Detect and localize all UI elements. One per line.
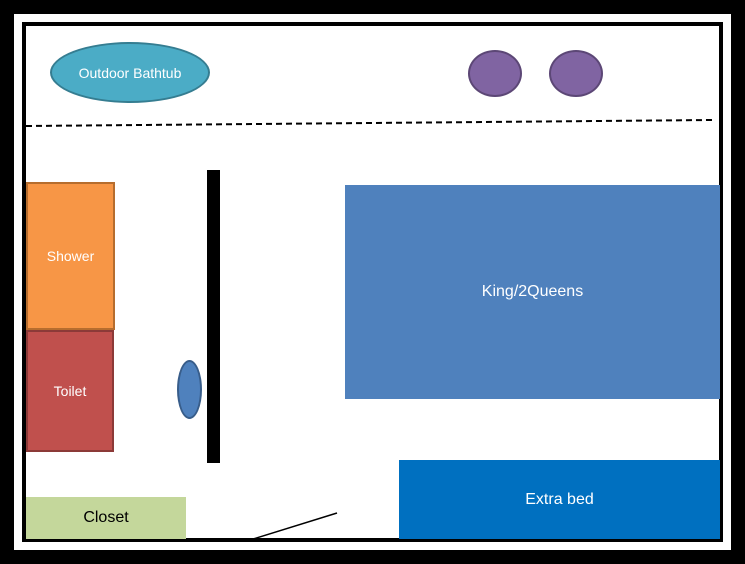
outdoor-stool-left [468,50,522,97]
shower-label: Shower [46,248,95,264]
closet: Closet [26,497,186,539]
toilet: Toilet [26,330,114,452]
closet-label: Closet [83,509,129,526]
terrace-boundary-dashed-line [25,119,714,127]
door-swing-line [249,512,338,541]
outdoor-stool-right [549,50,603,97]
shower: Shower [26,182,115,330]
outdoor-bathtub: Outdoor Bathtub [50,42,210,103]
partition-wall [207,170,220,463]
outdoor-bathtub-label: Outdoor Bathtub [78,64,182,81]
extra-bed: Extra bed [399,460,720,539]
king-bed-label: King/2Queens [481,283,584,300]
king-bed: King/2Queens [345,185,720,399]
toilet-label: Toilet [53,383,87,399]
sink [177,360,202,419]
extra-bed-label: Extra bed [525,490,594,508]
